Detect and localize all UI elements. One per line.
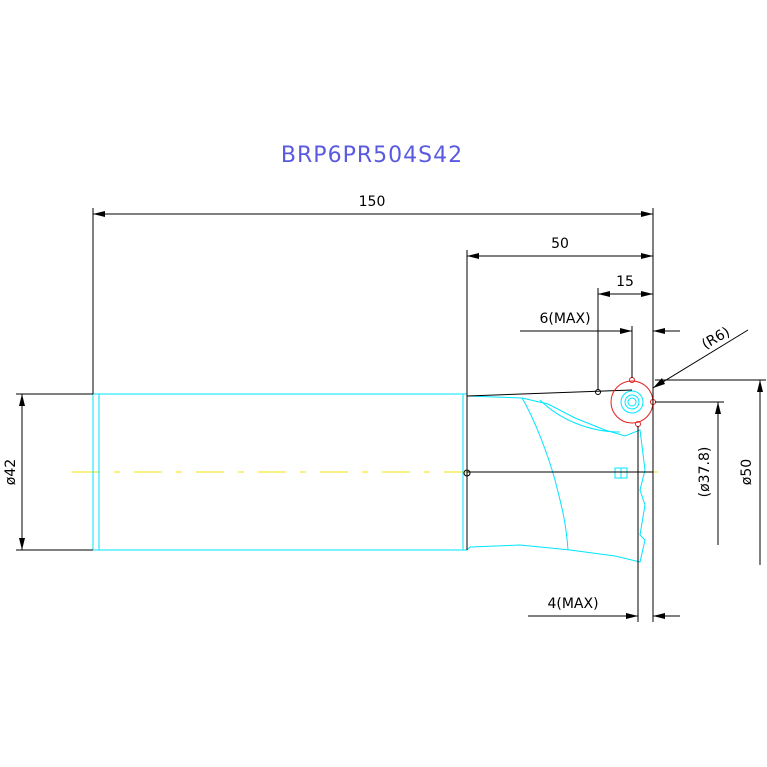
svg-text:(ø37.8): (ø37.8)	[697, 447, 713, 498]
dim-diameter-50: ø50	[655, 379, 766, 565]
svg-text:50: 50	[551, 236, 569, 252]
dim-radius: (R6)	[652, 324, 749, 389]
dim-6-max: 6(MAX)	[520, 311, 680, 334]
svg-text:150: 150	[359, 194, 386, 210]
boring-head	[463, 389, 653, 563]
dim-15: 15	[598, 274, 653, 297]
cutting-insert	[595, 377, 656, 427]
dim-150: 150	[93, 194, 653, 217]
dim-50: 50	[467, 236, 653, 259]
svg-text:ø50: ø50	[739, 459, 755, 485]
dim-4-max: 4(MAX)	[528, 596, 680, 619]
svg-text:4(MAX): 4(MAX)	[547, 596, 598, 612]
drawing-title: BRP6PR504S42	[281, 143, 463, 168]
svg-text:ø42: ø42	[3, 459, 19, 485]
dim-diameter-42: ø42	[3, 393, 93, 551]
dim-diameter-37-8: (ø37.8)	[655, 401, 724, 545]
svg-text:6(MAX): 6(MAX)	[539, 311, 590, 327]
svg-text:(R6): (R6)	[699, 324, 733, 353]
svg-text:15: 15	[616, 274, 634, 290]
